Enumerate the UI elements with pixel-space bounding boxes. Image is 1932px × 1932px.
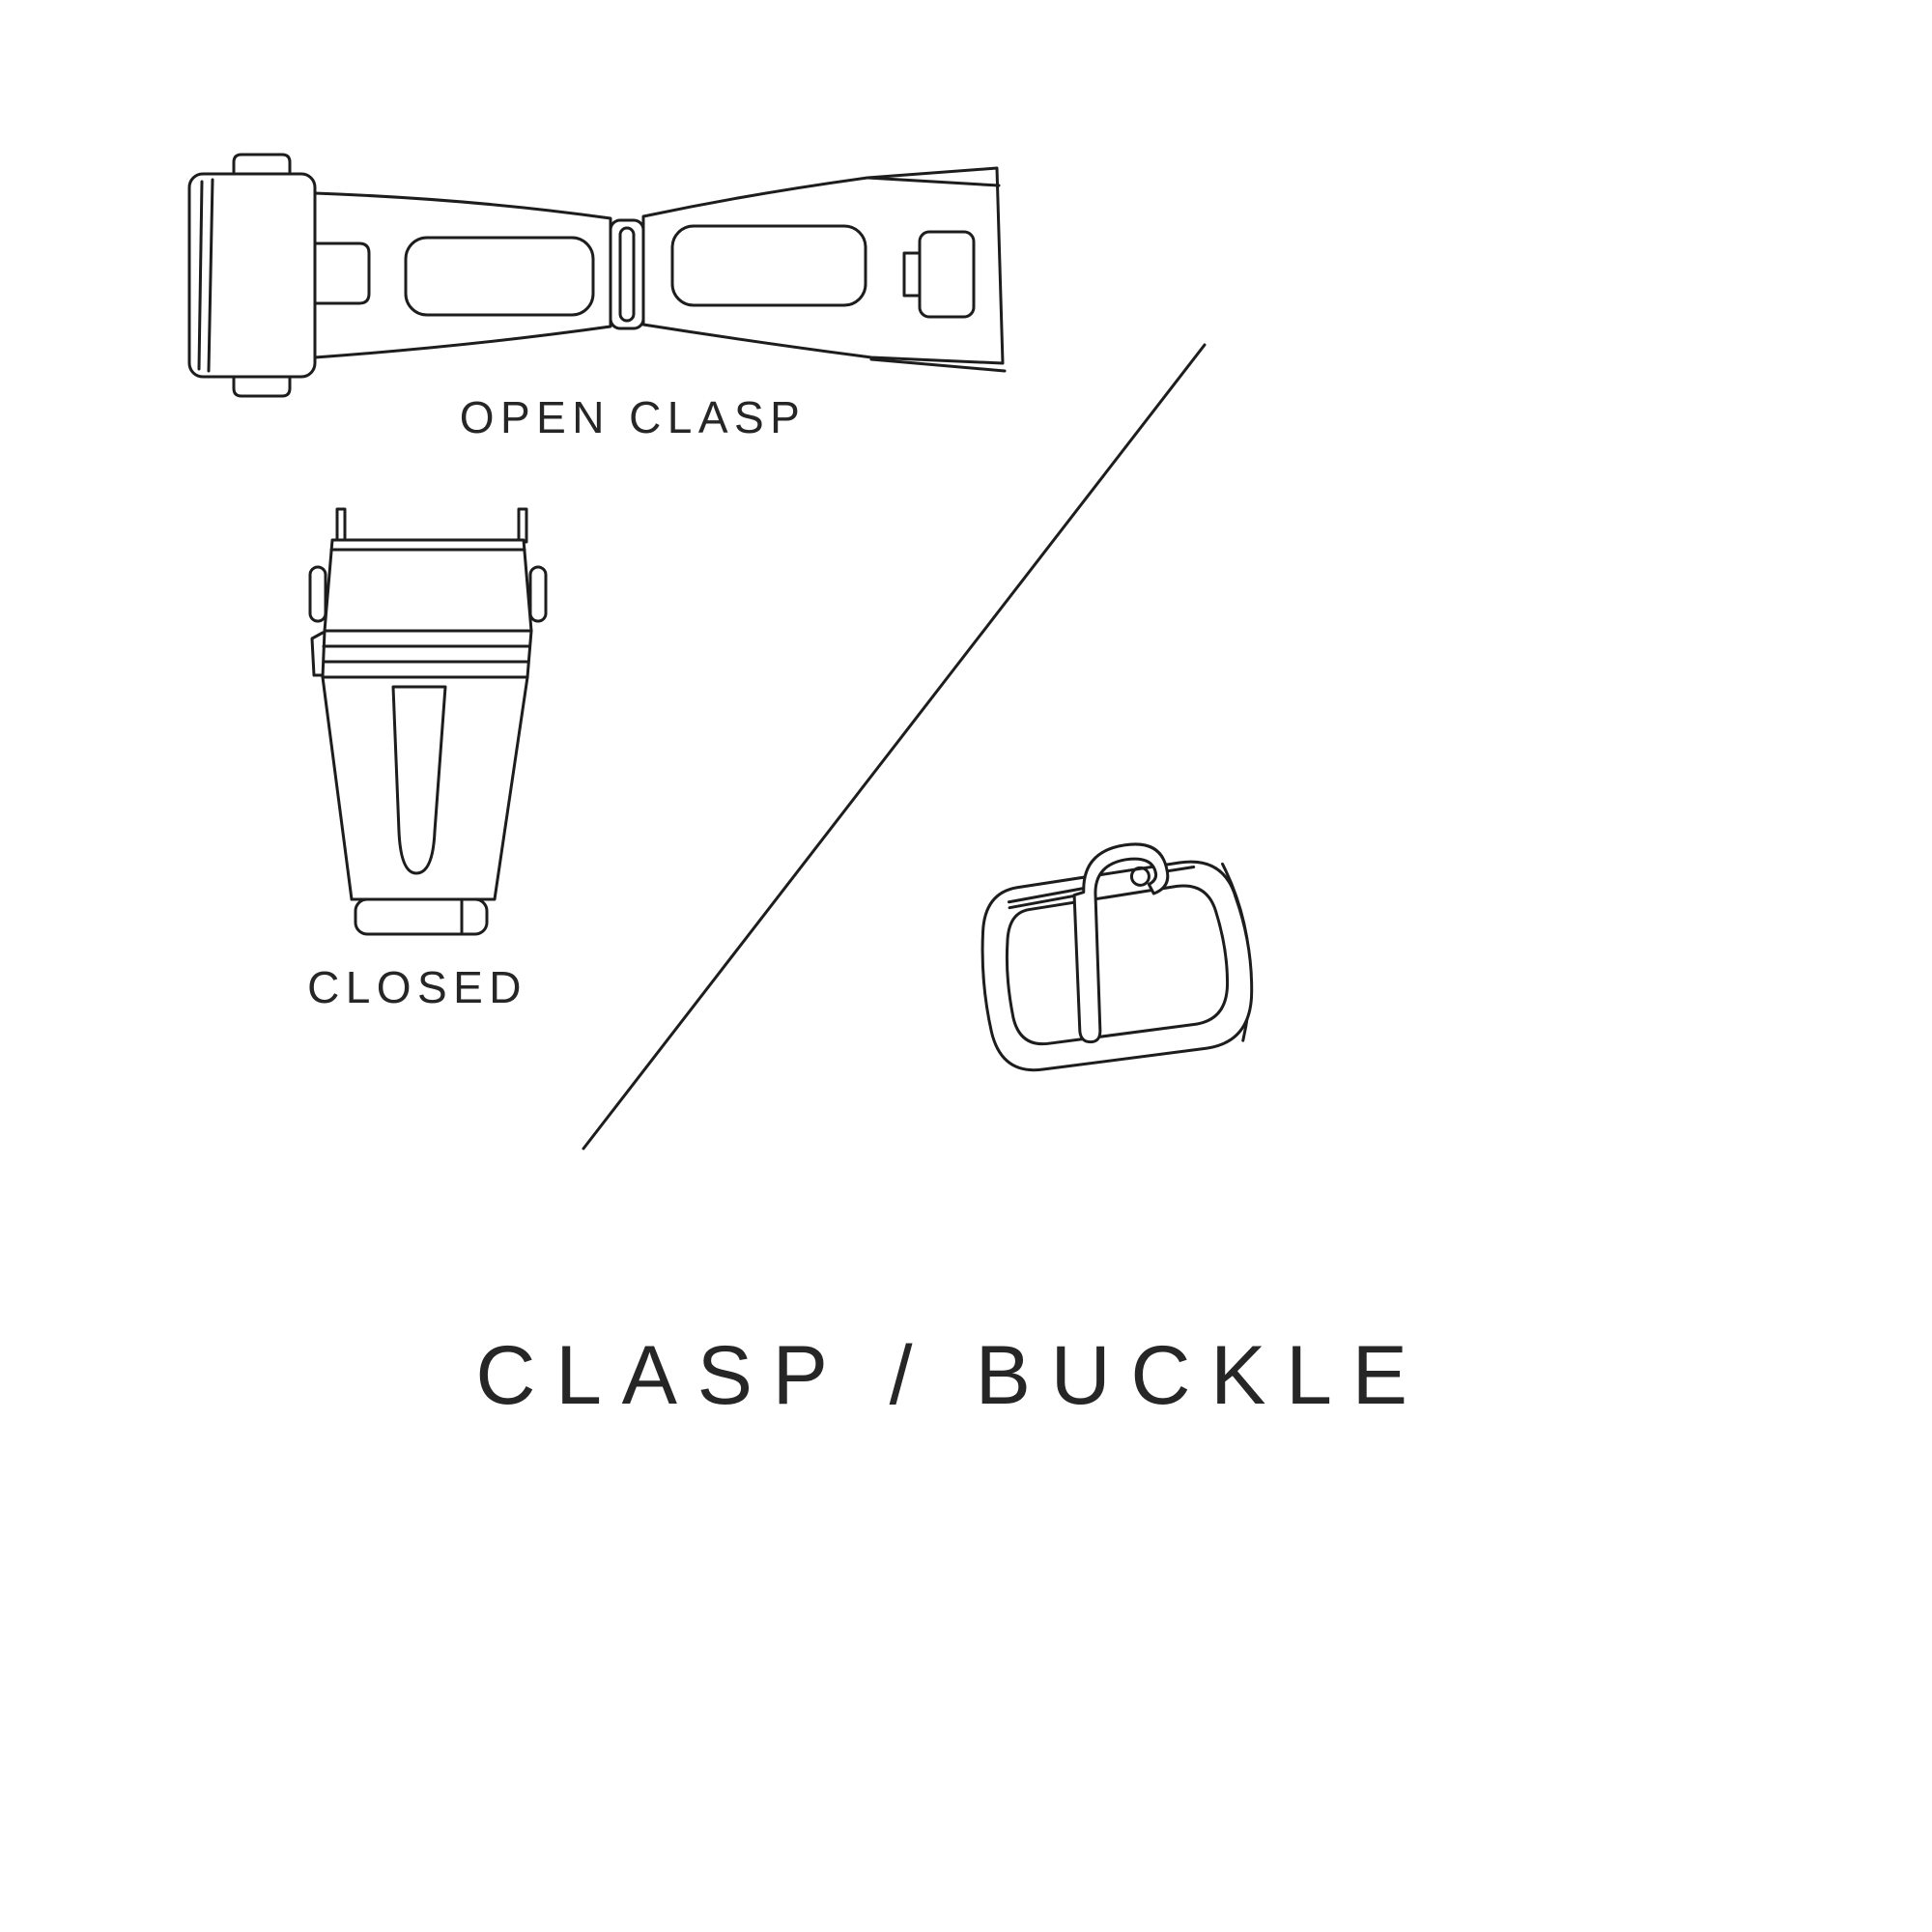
closed-clasp-figure (290, 497, 560, 952)
diagonal-divider-line (582, 343, 1207, 1151)
page-title: CLASP / BUCKLE (475, 1329, 1428, 1422)
closed-clasp-illustration (308, 507, 548, 936)
buckle-figure (947, 831, 1294, 1121)
open-clasp-illustration (187, 153, 1007, 398)
closed-clasp-label: CLOSED (307, 962, 527, 1012)
open-clasp-figure (174, 135, 1024, 406)
buckle-illustration (980, 842, 1254, 1072)
diagonal-divider (575, 338, 1212, 1154)
open-clasp-label: OPEN CLASP (459, 392, 807, 442)
